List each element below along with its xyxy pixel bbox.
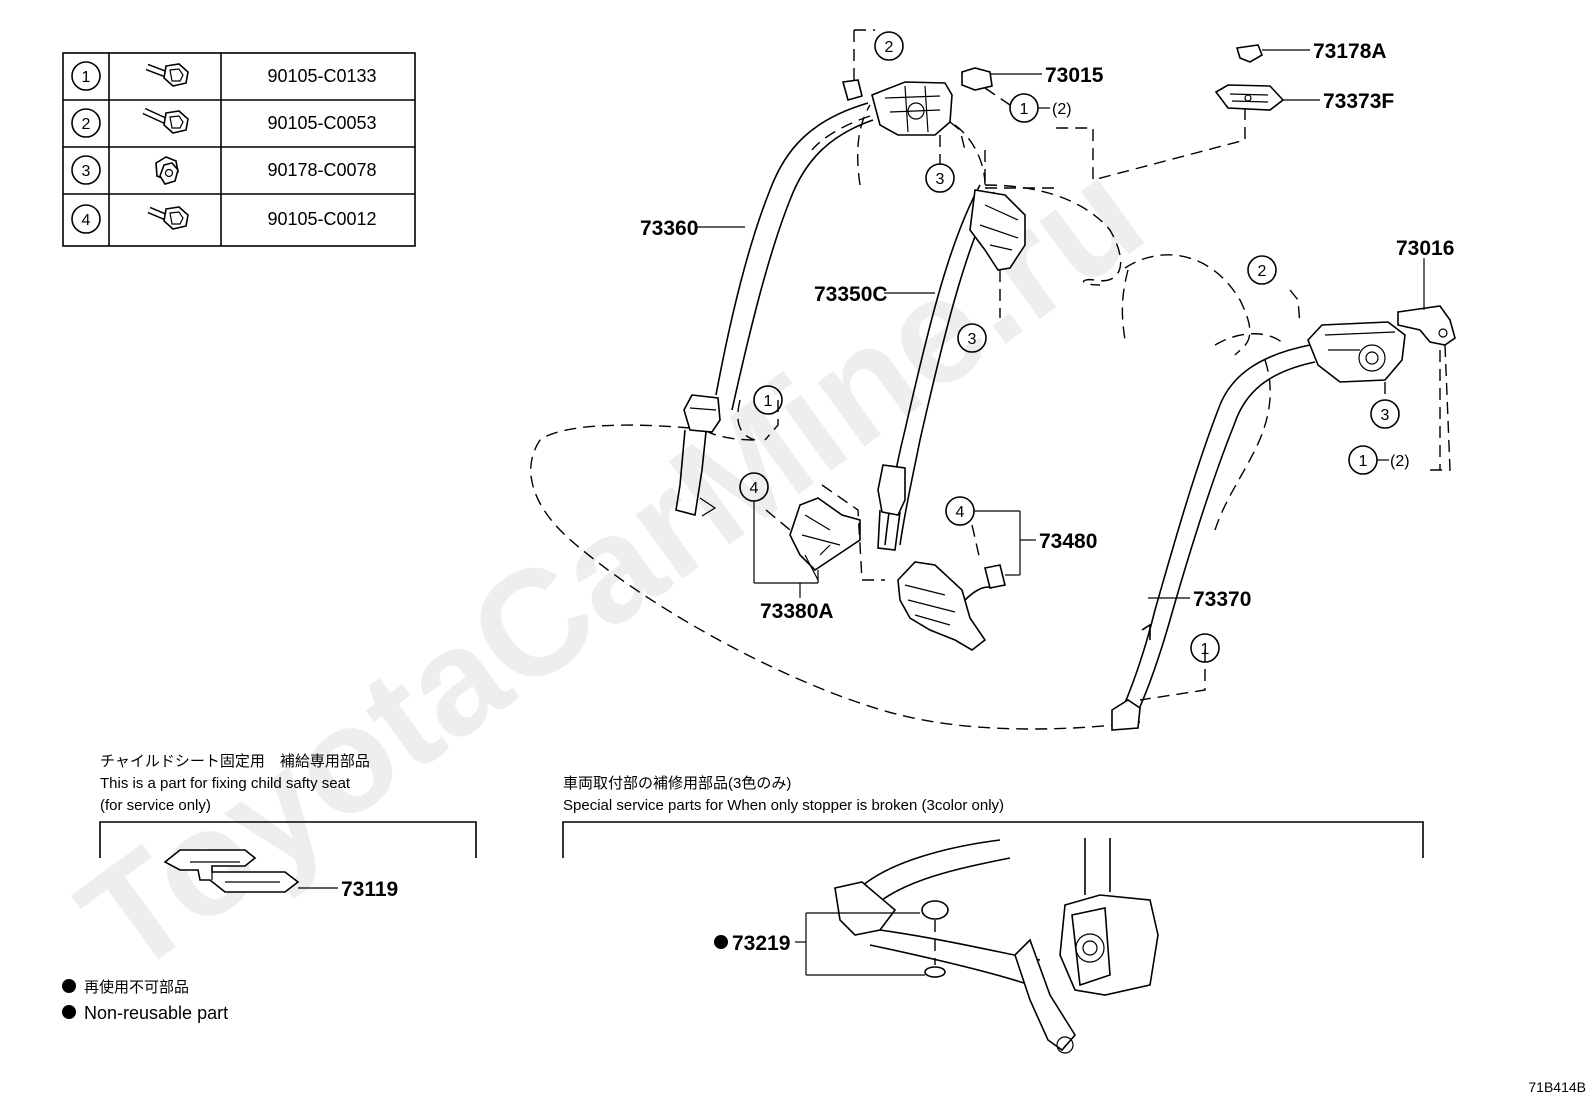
child-seat-note-en-2: (for service only) <box>100 797 211 814</box>
svg-text:3: 3 <box>936 171 945 188</box>
service-note-en: Special service parts for When only stop… <box>563 797 1004 814</box>
bezel-73373f <box>1214 84 1285 111</box>
fastener-part-number: 90178-C0078 <box>267 160 376 180</box>
svg-text:4: 4 <box>750 480 759 497</box>
seat-belt-73360 <box>675 81 953 517</box>
callout-ref-1: 1 <box>753 385 783 415</box>
tongue-plate-center <box>877 464 906 551</box>
fastener-part-number: 90105-C0053 <box>267 113 376 133</box>
bolt-icon <box>145 63 189 87</box>
seat-belt-73350c <box>877 150 1055 551</box>
svg-text:1: 1 <box>1359 453 1368 470</box>
svg-text:(2): (2) <box>1390 453 1410 470</box>
child-seat-bracket-73119 <box>163 849 300 893</box>
svg-text:3: 3 <box>968 331 977 348</box>
svg-text:2: 2 <box>885 39 894 56</box>
ref-number: 3 <box>82 163 91 180</box>
part-label-73480: 73480 <box>1039 530 1097 553</box>
nut-icon <box>155 156 179 185</box>
retractor-left <box>871 81 953 136</box>
ref-number: 4 <box>82 212 91 229</box>
ref-number: 2 <box>82 116 91 133</box>
leader-73219 <box>795 912 925 976</box>
buckle-73380a <box>789 497 861 581</box>
part-label-73178a: 73178A <box>1313 40 1387 63</box>
service-parts-illustration <box>834 838 1159 1054</box>
tongue-plate-right <box>1111 699 1141 731</box>
bolt-icon <box>147 206 189 230</box>
legend-en: Non-reusable part <box>84 1003 228 1023</box>
callout-ref-3: 3 <box>925 163 955 193</box>
svg-text:(2): (2) <box>1052 101 1072 118</box>
ref-number: 1 <box>82 69 91 86</box>
child-seat-note-en: This is a part for fixing child safty se… <box>100 775 351 792</box>
cover-73178a <box>1235 44 1263 63</box>
table-row: 4 90105-C0012 <box>71 204 377 234</box>
legend: 再使用不可部品 Non-reusable part <box>62 979 228 1023</box>
table-row: 3 90178-C0078 <box>71 155 377 185</box>
part-label-73360: 73360 <box>640 217 698 240</box>
svg-text:2: 2 <box>1258 263 1267 280</box>
callout-ref-2: 2 <box>874 31 904 61</box>
callout-ref-1: 1 (2) <box>1009 93 1072 123</box>
child-seat-note-jp: チャイルドシート固定用 補給専用部品 <box>100 753 370 770</box>
bracket-73016 <box>1397 305 1456 346</box>
non-reusable-mark-icon <box>62 1005 76 1019</box>
anchor-bracket <box>841 79 863 101</box>
callout-ref-3: 3 <box>1370 399 1400 429</box>
part-label-73219: 73219 <box>732 932 790 955</box>
part-label-73016: 73016 <box>1396 237 1454 260</box>
part-label-73015: 73015 <box>1045 64 1104 87</box>
part-label-73380a: 73380A <box>760 600 834 623</box>
svg-text:1: 1 <box>764 393 773 410</box>
callout-ref-1: 1 <box>1190 633 1220 663</box>
child-seat-note: チャイルドシート固定用 補給専用部品 This is a part for fi… <box>100 753 370 814</box>
part-label-73350c: 73350C <box>814 283 888 306</box>
callout-ref-2: 2 <box>1247 255 1277 285</box>
fastener-part-number: 90105-C0012 <box>267 209 376 229</box>
seat-belt-73370 <box>1111 321 1406 731</box>
retractor-right <box>1307 321 1406 383</box>
retractor-center <box>969 189 1026 271</box>
part-label-73370: 73370 <box>1193 588 1251 611</box>
service-note-jp: 車両取付部の補修用部品(3色のみ) <box>563 775 791 792</box>
non-reusable-mark-icon <box>714 935 728 949</box>
part-label-73119: 73119 <box>341 878 398 901</box>
callout-ref-4: 4 <box>945 496 975 526</box>
fastener-part-number: 90105-C0133 <box>267 66 376 86</box>
table-row: 1 90105-C0133 <box>71 61 377 91</box>
svg-text:4: 4 <box>956 504 965 521</box>
tongue-plate-left <box>683 394 721 433</box>
callout-ref-3: 3 <box>957 323 987 353</box>
bolt-icon <box>142 107 189 134</box>
svg-text:3: 3 <box>1381 407 1390 424</box>
legend-jp: 再使用不可部品 <box>84 979 189 996</box>
fastener-table: 1 90105-C0133 2 90105-C0053 3 <box>62 52 416 247</box>
non-reusable-mark-icon <box>62 979 76 993</box>
leader-73380a <box>753 501 819 598</box>
diagram-code: 71B414B <box>1528 1079 1586 1095</box>
part-label-73373f: 73373F <box>1323 90 1394 113</box>
bracket-73015 <box>961 67 993 91</box>
svg-text:1: 1 <box>1020 101 1029 118</box>
leader-73480 <box>974 510 1036 576</box>
svg-text:1: 1 <box>1201 641 1210 658</box>
table-row: 2 90105-C0053 <box>71 107 377 138</box>
buckle-73480 <box>897 561 1006 651</box>
service-parts-note: 車両取付部の補修用部品(3色のみ) Special service parts … <box>563 775 1004 814</box>
callout-ref-1: 1 (2) <box>1348 445 1410 475</box>
